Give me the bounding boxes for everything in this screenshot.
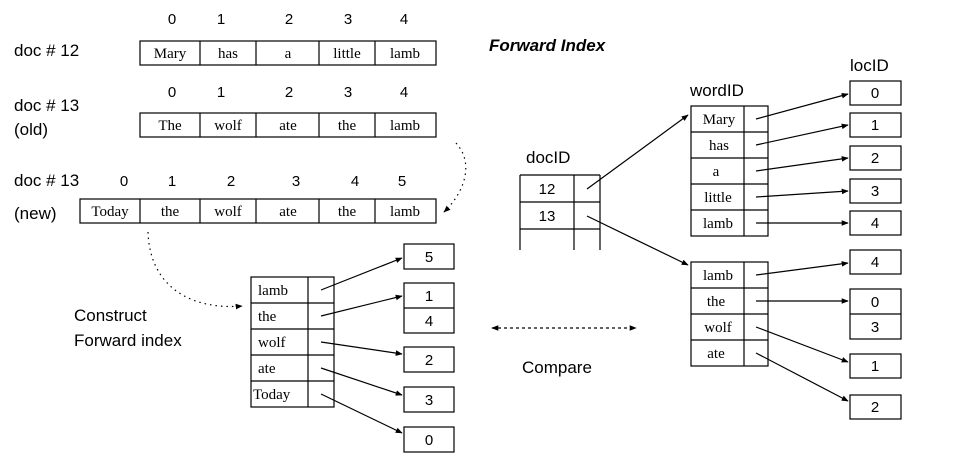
construct-dotted-arrow bbox=[147, 231, 243, 310]
doc12-word-row bbox=[139, 40, 437, 66]
docid-arrows bbox=[586, 114, 689, 266]
fwd13-loc: 3 bbox=[871, 319, 879, 336]
doc13-old-word: the bbox=[338, 118, 357, 134]
fwd13-loc-boxes bbox=[849, 249, 902, 420]
position-label: 0 bbox=[168, 11, 176, 28]
fwd13-loc: 2 bbox=[871, 399, 879, 416]
new-index-arrows bbox=[320, 257, 403, 434]
position-label: 3 bbox=[292, 173, 300, 190]
position-label: 4 bbox=[400, 84, 408, 101]
doc12-word: little bbox=[333, 46, 361, 62]
doc13-old-word: ate bbox=[279, 118, 297, 134]
position-label: 2 bbox=[227, 173, 235, 190]
fwd12-word: a bbox=[713, 164, 720, 180]
doc13-old-label: doc # 13 bbox=[14, 96, 79, 115]
doc13-new-word-row bbox=[79, 198, 437, 224]
position-label: 1 bbox=[217, 84, 225, 101]
doc13-new-word: ate bbox=[279, 204, 297, 220]
position-label: 2 bbox=[285, 84, 293, 101]
new-index-loc: 3 bbox=[425, 392, 433, 409]
fwd13-word: lamb bbox=[703, 268, 733, 284]
docid-table bbox=[519, 174, 601, 250]
doc13-new-word: wolf bbox=[214, 204, 242, 220]
fwd13-word-column bbox=[690, 261, 769, 367]
fwd13-word: wolf bbox=[704, 320, 732, 336]
position-label: 5 bbox=[398, 173, 406, 190]
fwd13-arrows bbox=[755, 261, 849, 402]
doc13-new-word: the bbox=[161, 204, 180, 220]
position-label: 3 bbox=[344, 11, 352, 28]
fwd12-loc: 2 bbox=[871, 150, 879, 167]
fwd13-word: the bbox=[707, 294, 726, 310]
new-index-word: Today bbox=[253, 387, 291, 403]
old-to-new-dotted-arrow bbox=[443, 142, 467, 213]
wordid-header: wordID bbox=[689, 81, 744, 100]
fwd12-word-column bbox=[690, 105, 769, 237]
doc13-old-positions: 0 1 2 3 4 bbox=[168, 84, 408, 101]
new-index-word: ate bbox=[258, 361, 276, 377]
new-index-loc-boxes bbox=[403, 243, 455, 453]
doc13-old-word: lamb bbox=[390, 118, 420, 134]
doc13-new-word: Today bbox=[91, 204, 129, 220]
fwd12-loc: 1 bbox=[871, 117, 879, 134]
doc13-new-label: doc # 13 bbox=[14, 171, 79, 190]
fwd13-loc: 1 bbox=[871, 358, 879, 375]
new-index-word: the bbox=[258, 309, 277, 325]
position-label: 1 bbox=[217, 11, 225, 28]
new-index-loc: 2 bbox=[425, 352, 433, 369]
doc13-old-word: The bbox=[158, 118, 182, 134]
doc12-word: Mary bbox=[154, 46, 187, 62]
new-index-loc: 4 bbox=[425, 313, 433, 330]
construct-label-line2: Forward index bbox=[74, 331, 182, 350]
new-index-word: wolf bbox=[258, 335, 286, 351]
fwd12-loc: 3 bbox=[871, 183, 879, 200]
doc13-old-word: wolf bbox=[214, 118, 242, 134]
position-label: 4 bbox=[351, 173, 359, 190]
fwd13-loc: 4 bbox=[871, 254, 879, 271]
new-index-loc: 0 bbox=[425, 432, 433, 449]
new-index-word-column bbox=[250, 276, 335, 408]
new-index-loc: 1 bbox=[425, 288, 433, 305]
position-label: 0 bbox=[168, 84, 176, 101]
doc13-old-sublabel: (old) bbox=[14, 120, 48, 139]
fwd12-word: lamb bbox=[703, 216, 733, 232]
new-index-word: lamb bbox=[258, 283, 288, 299]
construct-label-line1: Construct bbox=[74, 306, 147, 325]
docid-value: 12 bbox=[539, 181, 556, 198]
doc13-new-word: lamb bbox=[390, 204, 420, 220]
compare-label: Compare bbox=[522, 358, 592, 377]
doc12-word: has bbox=[218, 46, 238, 62]
doc13-new-word: the bbox=[338, 204, 357, 220]
doc12-word: a bbox=[285, 46, 292, 62]
position-label: 0 bbox=[120, 173, 128, 190]
position-label: 4 bbox=[400, 11, 408, 28]
docid-header: docID bbox=[526, 148, 570, 167]
fwd12-word: little bbox=[704, 190, 732, 206]
fwd13-loc: 0 bbox=[871, 294, 879, 311]
doc12-label: doc # 12 bbox=[14, 41, 79, 60]
doc13-new-positions: 0 1 2 3 4 5 bbox=[120, 173, 406, 190]
fwd13-word: ate bbox=[707, 346, 725, 362]
fwd12-arrows bbox=[755, 92, 849, 226]
position-label: 2 bbox=[285, 11, 293, 28]
title: Forward Index bbox=[489, 36, 607, 55]
doc13-old-word-row bbox=[139, 112, 437, 138]
fwd12-word: Mary bbox=[703, 112, 736, 128]
position-label: 1 bbox=[168, 173, 176, 190]
fwd12-loc-boxes bbox=[849, 80, 902, 236]
new-index-loc: 5 bbox=[425, 249, 433, 266]
fwd12-word: has bbox=[709, 138, 729, 154]
doc12-word: lamb bbox=[390, 46, 420, 62]
position-label: 3 bbox=[344, 84, 352, 101]
doc13-new-sublabel: (new) bbox=[14, 204, 57, 223]
locid-header: locID bbox=[850, 56, 889, 75]
fwd12-loc: 0 bbox=[871, 85, 879, 102]
fwd12-loc: 4 bbox=[871, 215, 879, 232]
doc12-positions: 0 1 2 3 4 bbox=[168, 11, 408, 28]
docid-value: 13 bbox=[539, 208, 556, 225]
